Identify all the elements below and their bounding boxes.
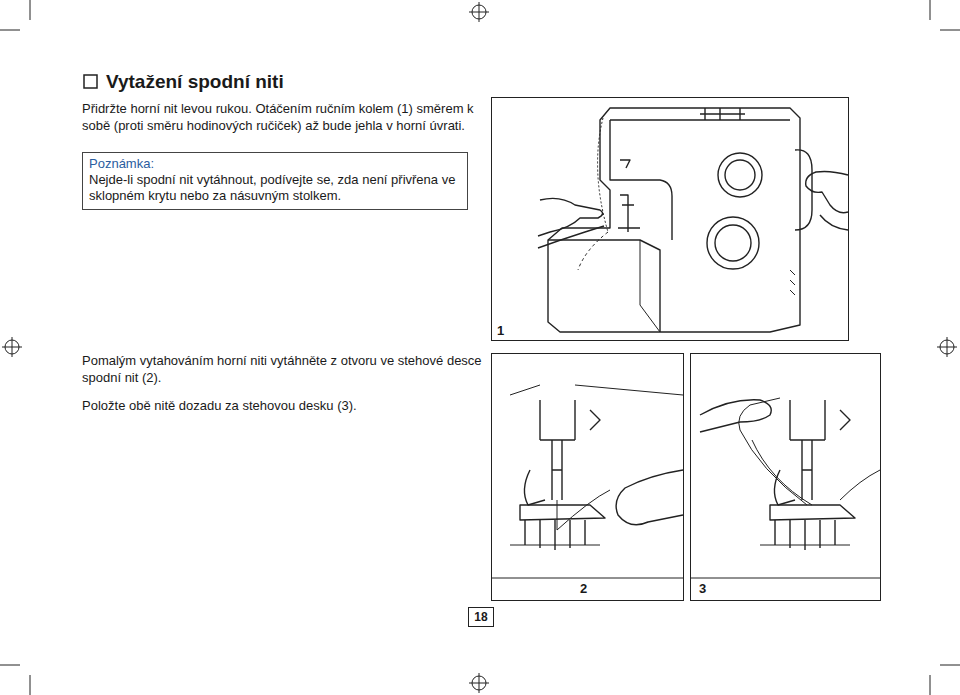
note-heading: Poznámka:	[89, 156, 461, 172]
note-box: Poznámka:Nejde-li spodní nit vytáhnout, …	[82, 152, 468, 210]
page-title: Vytažení spodní niti	[106, 71, 284, 93]
figure-number: 1	[497, 323, 504, 339]
figure-number: 2	[580, 581, 587, 597]
instruction-text: Pomalým vytahováním horní niti vytáhněte…	[82, 352, 487, 386]
instruction-text: Položte obě nitě dozadu za stehovou desk…	[82, 397, 487, 414]
figure-number: 3	[699, 581, 706, 597]
note-text: Nejde-li spodní nit vytáhnout, podívejte…	[89, 172, 461, 204]
figure-frame: 1	[491, 97, 849, 341]
figure-frame: 2	[491, 353, 684, 601]
figure-frame: 3	[690, 353, 881, 601]
instruction-text: Přidržte horní nit levou rukou. Otáčením…	[82, 100, 487, 134]
page-number: 18	[468, 607, 494, 627]
